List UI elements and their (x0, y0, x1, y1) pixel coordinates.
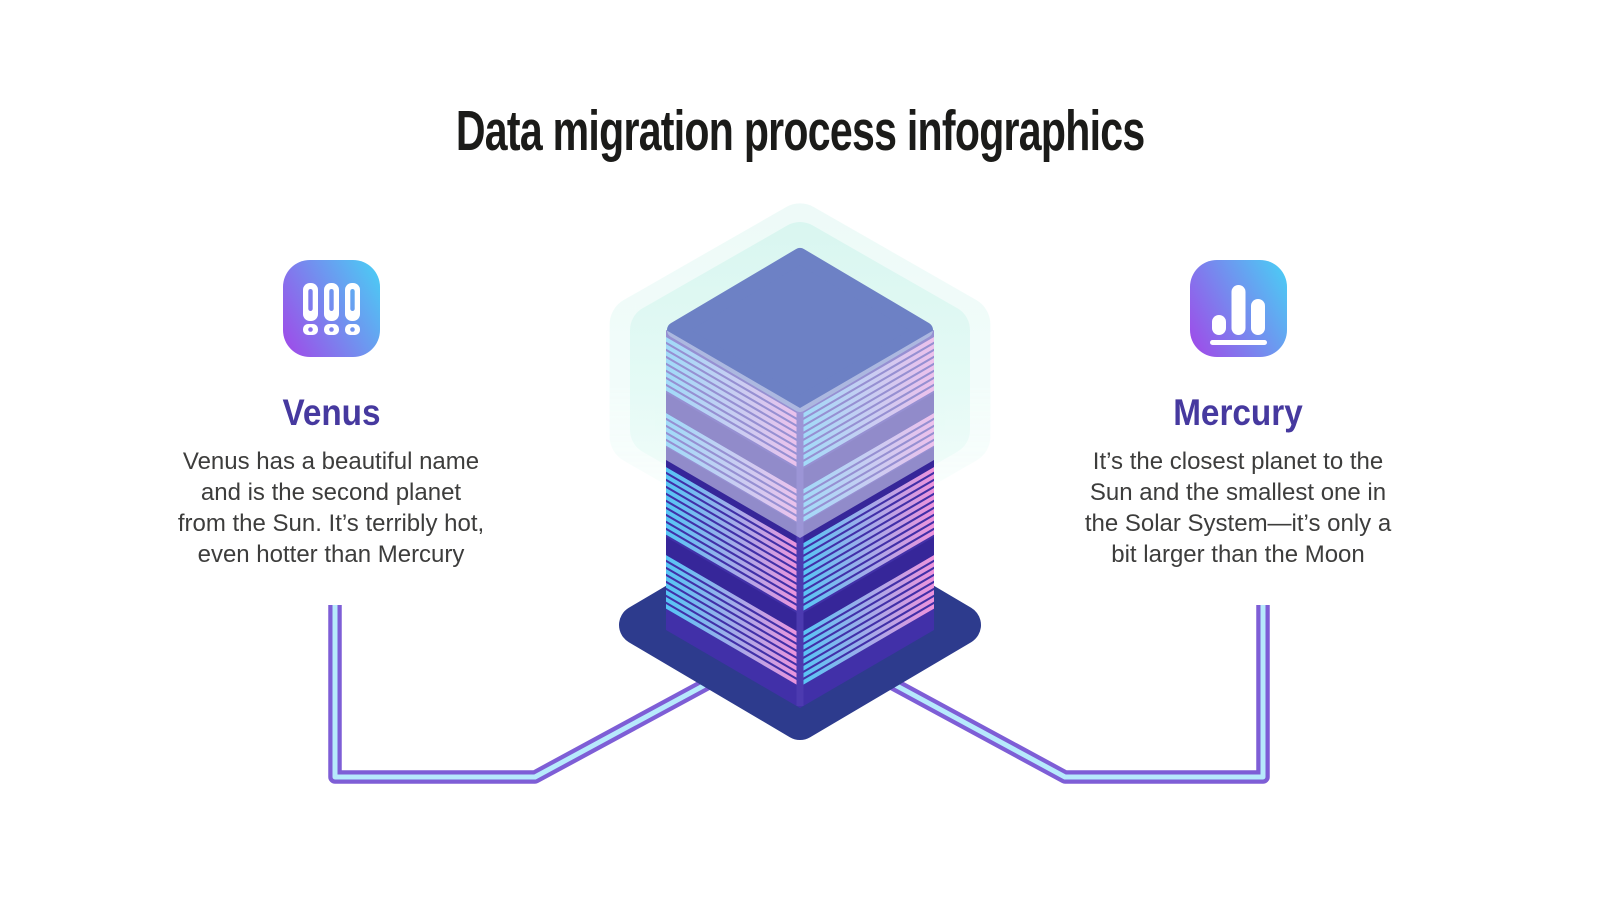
page-title-text: Data migration process infographics (455, 99, 1145, 164)
panel-mercury-heading: Mercury (1173, 392, 1303, 433)
binders-icon (282, 260, 380, 357)
panel-mercury-description: It’s the closest planet to the Sun and t… (1084, 448, 1392, 568)
connector-right (880, 605, 1270, 784)
connector-left (328, 605, 720, 784)
page-title: Data migration process infographics (0, 100, 1600, 162)
panel-venus: Venus Venus has a beautiful name and is … (131, 260, 531, 570)
glass-overlay (666, 330, 934, 538)
panel-mercury: Mercury It’s the closest planet to the S… (1038, 260, 1438, 570)
panel-venus-heading: Venus (281, 392, 381, 433)
server-tower (666, 248, 934, 708)
bar-chart-icon (1189, 260, 1287, 357)
panel-venus-description: Venus has a beautiful name and is the se… (177, 448, 485, 568)
